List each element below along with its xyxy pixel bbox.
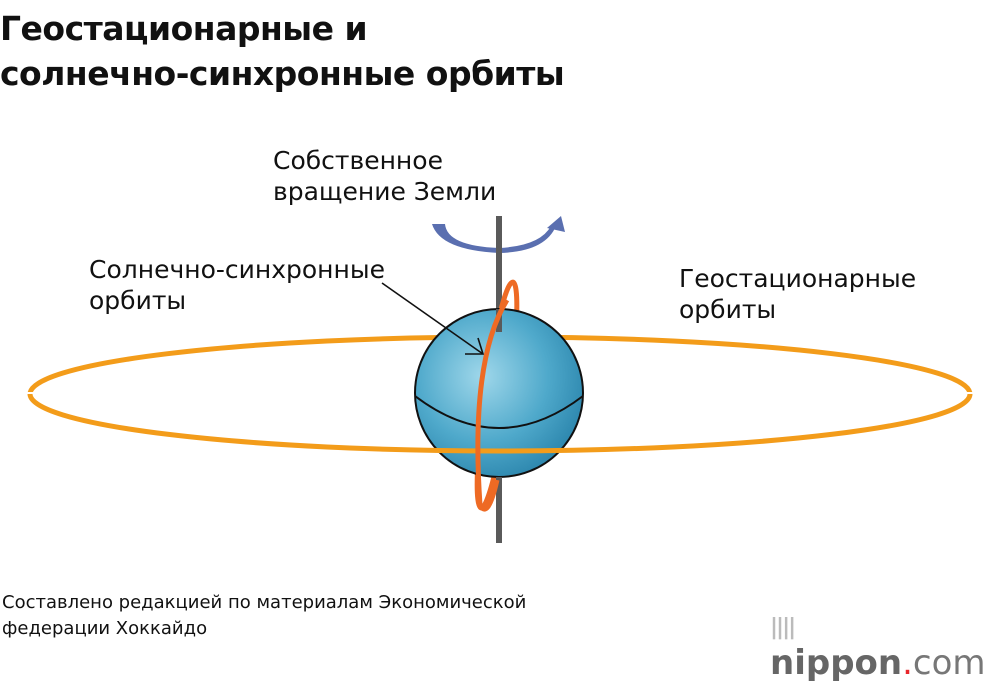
logo-bars-icon: |||| (770, 615, 796, 640)
source-credit: Составлено редакцией по материалам Эконо… (2, 592, 527, 639)
orbit-diagram (27, 216, 973, 543)
page-title: Геостационарные и солнечно-синхронные ор… (0, 9, 565, 93)
geostationary-orbit-front (27, 393, 973, 454)
earth-axis-top (496, 216, 502, 336)
sso-pointer-arrowhead-icon (465, 337, 485, 355)
geo-label: Геостационарные орбиты (679, 264, 917, 324)
sso-label: Солнечно-синхронные орбиты (89, 255, 385, 315)
sso-orbit-front (475, 298, 510, 512)
earth-equator (414, 395, 584, 429)
rotation-label: Собственное вращение Земли (273, 146, 497, 206)
earth-axis-bottom (496, 477, 502, 543)
rotation-arrow-icon (432, 224, 556, 253)
rotation-arrowhead-icon (547, 216, 565, 232)
sso-pointer-line (381, 282, 484, 355)
nippon-logo: |||| nippon.com (770, 615, 986, 683)
